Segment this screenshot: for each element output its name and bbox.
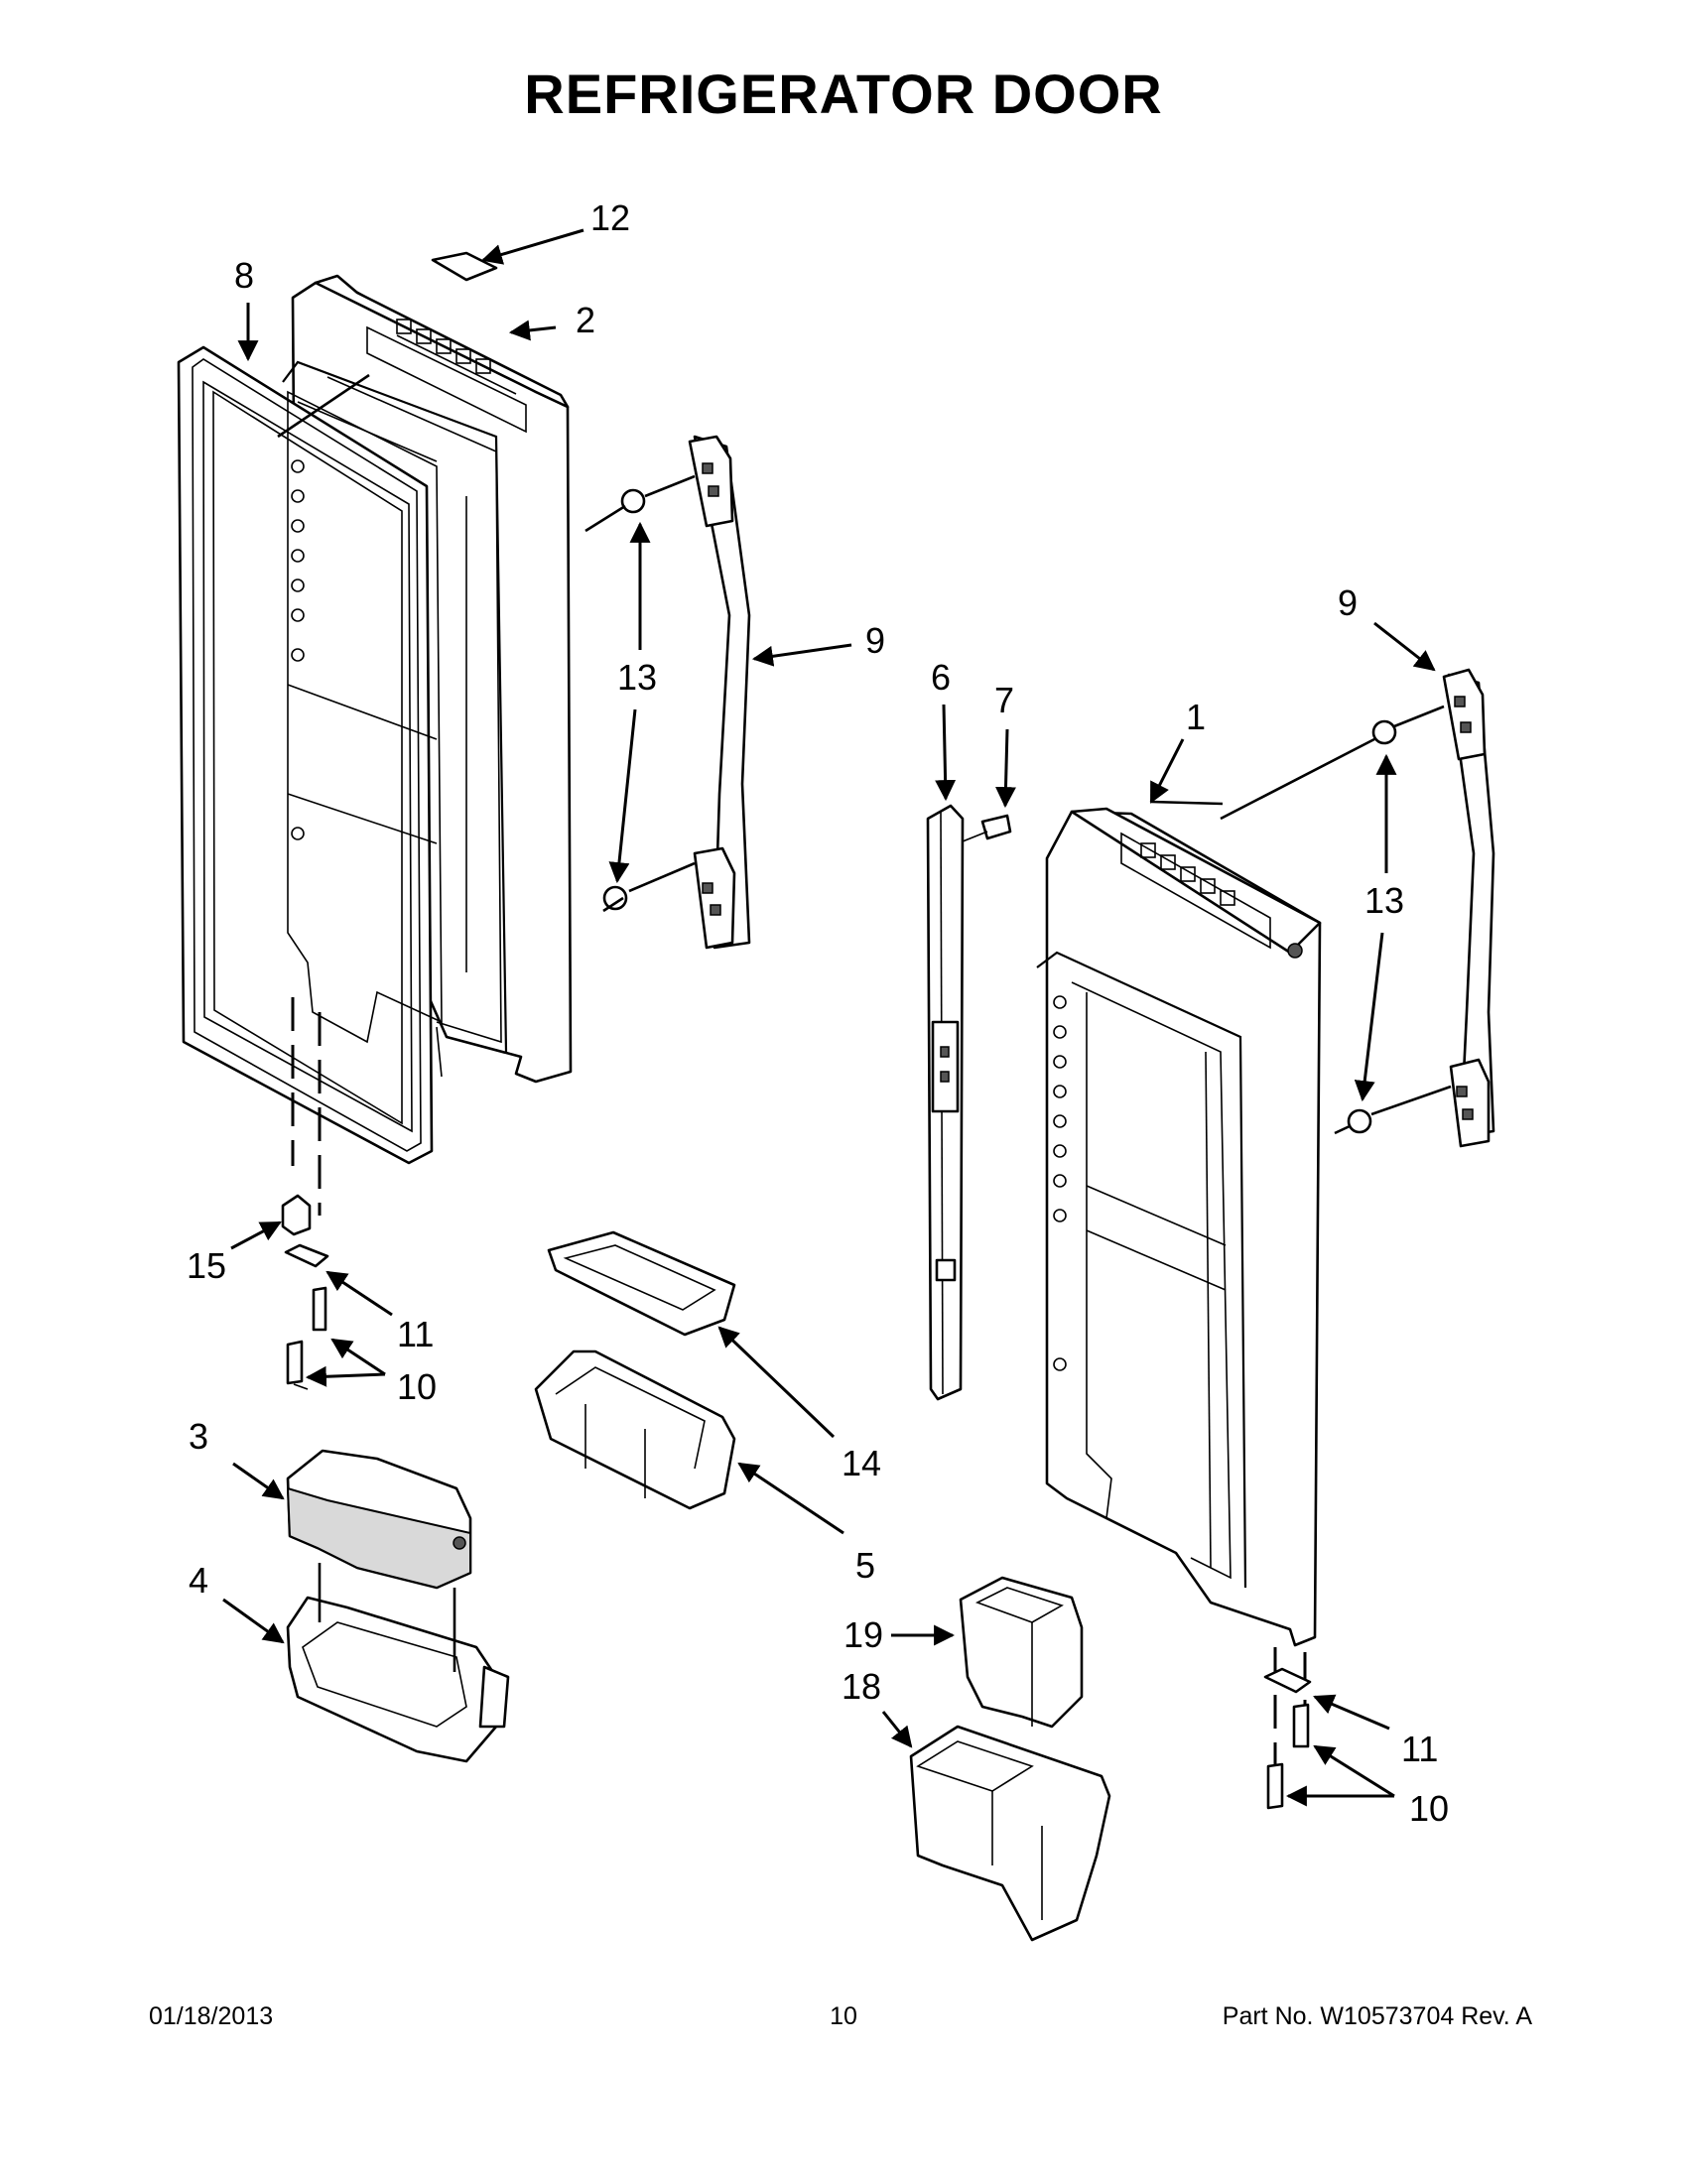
callout-4: 4	[189, 1560, 208, 1601]
left-handle-screws-part-13	[584, 474, 696, 913]
callout-18: 18	[842, 1666, 881, 1707]
callout-14: 14	[842, 1443, 881, 1483]
right-handle-part-9	[1442, 668, 1495, 1148]
callout-5: 5	[855, 1545, 875, 1586]
right-handle-screws-part-13	[1220, 705, 1452, 1135]
screw-part-7	[962, 814, 1012, 842]
callout-10-right: 10	[1409, 1788, 1449, 1829]
callout-7: 7	[994, 680, 1014, 720]
top-pad-part-12	[431, 251, 498, 282]
callout-2: 2	[576, 300, 595, 340]
callout-13-left: 13	[617, 657, 657, 698]
door-gasket-part-8	[177, 345, 434, 1165]
callout-15: 15	[187, 1245, 226, 1286]
callout-6: 6	[931, 657, 951, 698]
left-handle-part-9	[688, 435, 751, 950]
page-title: REFRIGERATOR DOOR	[524, 63, 1163, 125]
callout-labels: 1 2 3 4 5 6 7 8 9 9 10 10 11 11 12 13 13…	[187, 197, 1449, 1829]
footer-date: 01/18/2013	[149, 2002, 274, 2030]
footer-page-number: 10	[830, 2002, 857, 2030]
left-hinge-parts	[281, 1194, 329, 1390]
callout-19: 19	[844, 1614, 883, 1655]
callout-9-right: 9	[1338, 582, 1358, 623]
callout-10-left: 10	[397, 1366, 437, 1407]
left-door-liner	[287, 390, 443, 1044]
door-bin-part-4	[286, 1563, 510, 1763]
right-hinge-parts	[1263, 1667, 1312, 1810]
callout-8: 8	[234, 255, 254, 296]
callout-9-left: 9	[865, 620, 885, 661]
callout-3: 3	[189, 1416, 208, 1457]
footer-part-number: Part No. W10573704 Rev. A	[1222, 2002, 1532, 2030]
mullion-part-6	[926, 804, 965, 1401]
cup-part-19	[959, 1576, 1084, 1729]
bin-cover-part-3	[286, 1449, 472, 1590]
bracket-part-18	[909, 1725, 1111, 1942]
shelf-cover-part-14	[547, 1230, 736, 1337]
callout-1: 1	[1186, 697, 1206, 737]
door-bin-part-5	[534, 1349, 736, 1510]
right-door-part-1	[1036, 807, 1322, 1647]
callout-leaders	[222, 228, 1436, 1807]
callout-11-left: 11	[397, 1314, 434, 1354]
callout-12: 12	[590, 197, 630, 238]
callout-13-right: 13	[1364, 880, 1404, 921]
callout-11-right: 11	[1401, 1729, 1438, 1769]
